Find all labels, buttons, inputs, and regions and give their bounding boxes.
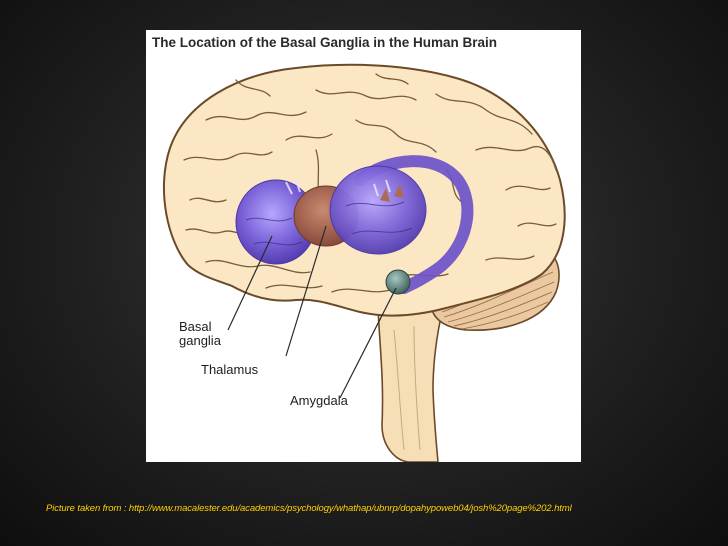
label-ganglia: ganglia (179, 333, 221, 348)
brain-diagram (163, 63, 566, 462)
thalamus-leader (285, 225, 327, 357)
diagram-panel: The Location of the Basal Ganglia in the… (146, 30, 581, 462)
label-basal: Basal (179, 319, 212, 334)
label-basal-ganglia: Basal ganglia (179, 320, 221, 348)
figure-title: The Location of the Basal Ganglia in the… (152, 35, 498, 50)
amygdala-leader (339, 287, 397, 399)
label-thalamus: Thalamus (201, 362, 259, 377)
basal-ganglia-tail (354, 155, 474, 294)
basal-ganglia-leader (227, 235, 273, 331)
basal-ganglia-right (329, 165, 427, 255)
label-amygdala: Amygdala (290, 393, 348, 408)
source-caption: Picture taken from : http://www.macalest… (46, 503, 572, 514)
amygdala-shape (385, 269, 411, 295)
brainstem (377, 307, 443, 462)
